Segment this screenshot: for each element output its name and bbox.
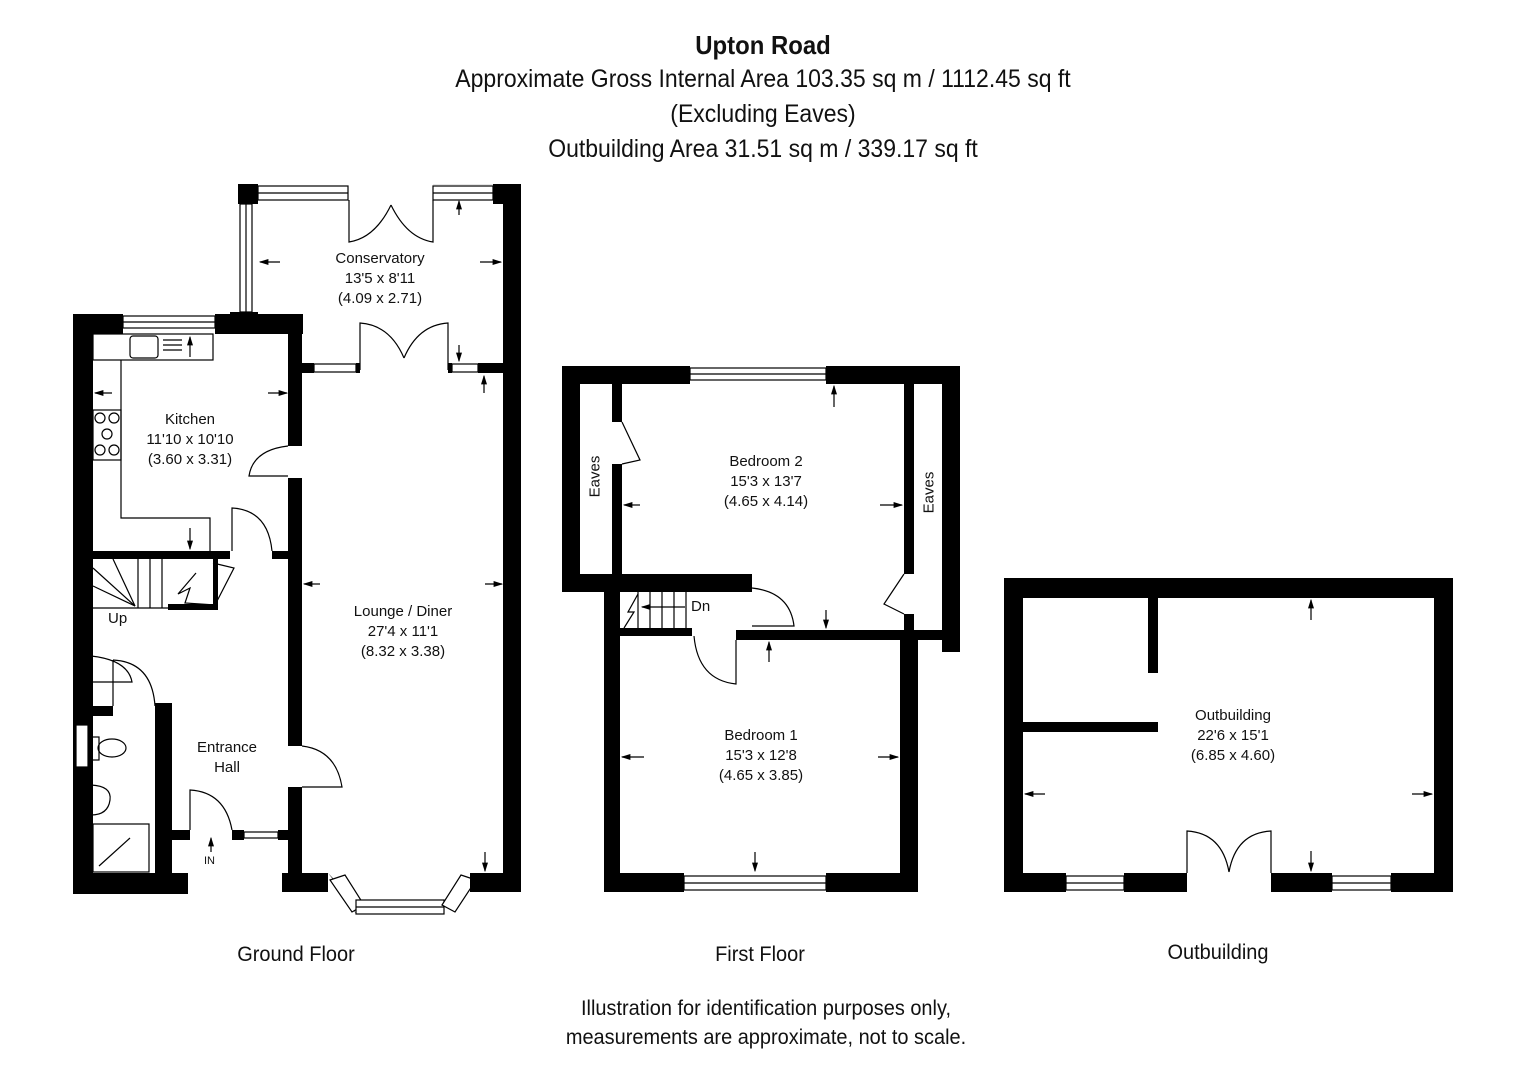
room-name-line2: Hall	[214, 759, 240, 776]
property-title: Upton Road	[695, 30, 831, 60]
outbuilding-plan	[1004, 578, 1453, 892]
room-name: Bedroom 2	[729, 453, 803, 470]
room-metric: (4.65 x 3.85)	[718, 767, 804, 784]
plan-header: Upton Road Approximate Gross Internal Ar…	[0, 28, 1526, 167]
room-bedroom-2: Bedroom 2 15'3 x 13'7 (4.65 x 4.14)	[724, 452, 808, 512]
eaves-note: (Excluding Eaves)	[670, 100, 856, 128]
room-imperial: 15'3 x 13'7	[730, 473, 802, 490]
room-lounge-diner: Lounge / Diner 27'4 x 11'1 (8.32 x 3.38)	[354, 602, 452, 662]
eaves-right-label: Eaves	[920, 471, 938, 514]
room-name: Entrance	[196, 739, 258, 756]
room-name: Lounge / Diner	[353, 603, 453, 620]
ground-floor-plan	[73, 184, 521, 915]
room-imperial: 22'6 x 15'1	[1197, 727, 1269, 744]
eaves-left-label: Eaves	[586, 455, 604, 498]
room-name: Kitchen	[164, 411, 216, 428]
first-floor-plan	[562, 366, 960, 892]
stairs-down-label: Dn	[691, 598, 711, 615]
outbuilding-label: Outbuilding	[1167, 941, 1269, 964]
room-imperial: 15'3 x 12'8	[725, 747, 797, 764]
room-outbuilding: Outbuilding 22'6 x 15'1 (6.85 x 4.60)	[1191, 706, 1275, 766]
room-imperial: 27'4 x 11'1	[367, 623, 439, 640]
room-name: Conservatory	[335, 250, 425, 267]
room-metric: (6.85 x 4.60)	[1190, 747, 1276, 764]
room-metric: (4.65 x 4.14)	[723, 493, 809, 510]
room-imperial: 11'10 x 10'10	[146, 431, 234, 448]
stairs-down	[623, 592, 687, 629]
first-floor-label: First Floor	[715, 943, 805, 966]
room-entrance-hall: Entrance Hall	[197, 738, 257, 778]
stairs-up-label: Up	[108, 610, 128, 627]
disclaimer-line-2: measurements are approximate, not to sca…	[565, 1026, 967, 1049]
stairs-up	[92, 558, 235, 610]
disclaimer-line-1: Illustration for identification purposes…	[580, 997, 951, 1020]
room-bedroom-1: Bedroom 1 15'3 x 12'8 (4.65 x 3.85)	[719, 726, 803, 786]
room-conservatory: Conservatory 13'5 x 8'11 (4.09 x 2.71)	[335, 249, 424, 309]
disclaimer: Illustration for identification purposes…	[38, 994, 1493, 1052]
gross-internal-area: Approximate Gross Internal Area 103.35 s…	[455, 65, 1071, 93]
room-name: Outbuilding	[1195, 707, 1271, 724]
ground-floor-label: Ground Floor	[237, 943, 355, 966]
room-metric: (3.60 x 3.31)	[147, 451, 233, 468]
entrance-label: IN	[204, 855, 215, 867]
room-name: Bedroom 1	[724, 727, 798, 744]
room-metric: (8.32 x 3.38)	[360, 643, 446, 660]
outbuilding-area: Outbuilding Area 31.51 sq m / 339.17 sq …	[548, 135, 978, 163]
room-metric: (4.09 x 2.71)	[337, 290, 423, 307]
room-imperial: 13'5 x 8'11	[344, 270, 416, 287]
room-kitchen: Kitchen 11'10 x 10'10 (3.60 x 3.31)	[146, 410, 233, 470]
